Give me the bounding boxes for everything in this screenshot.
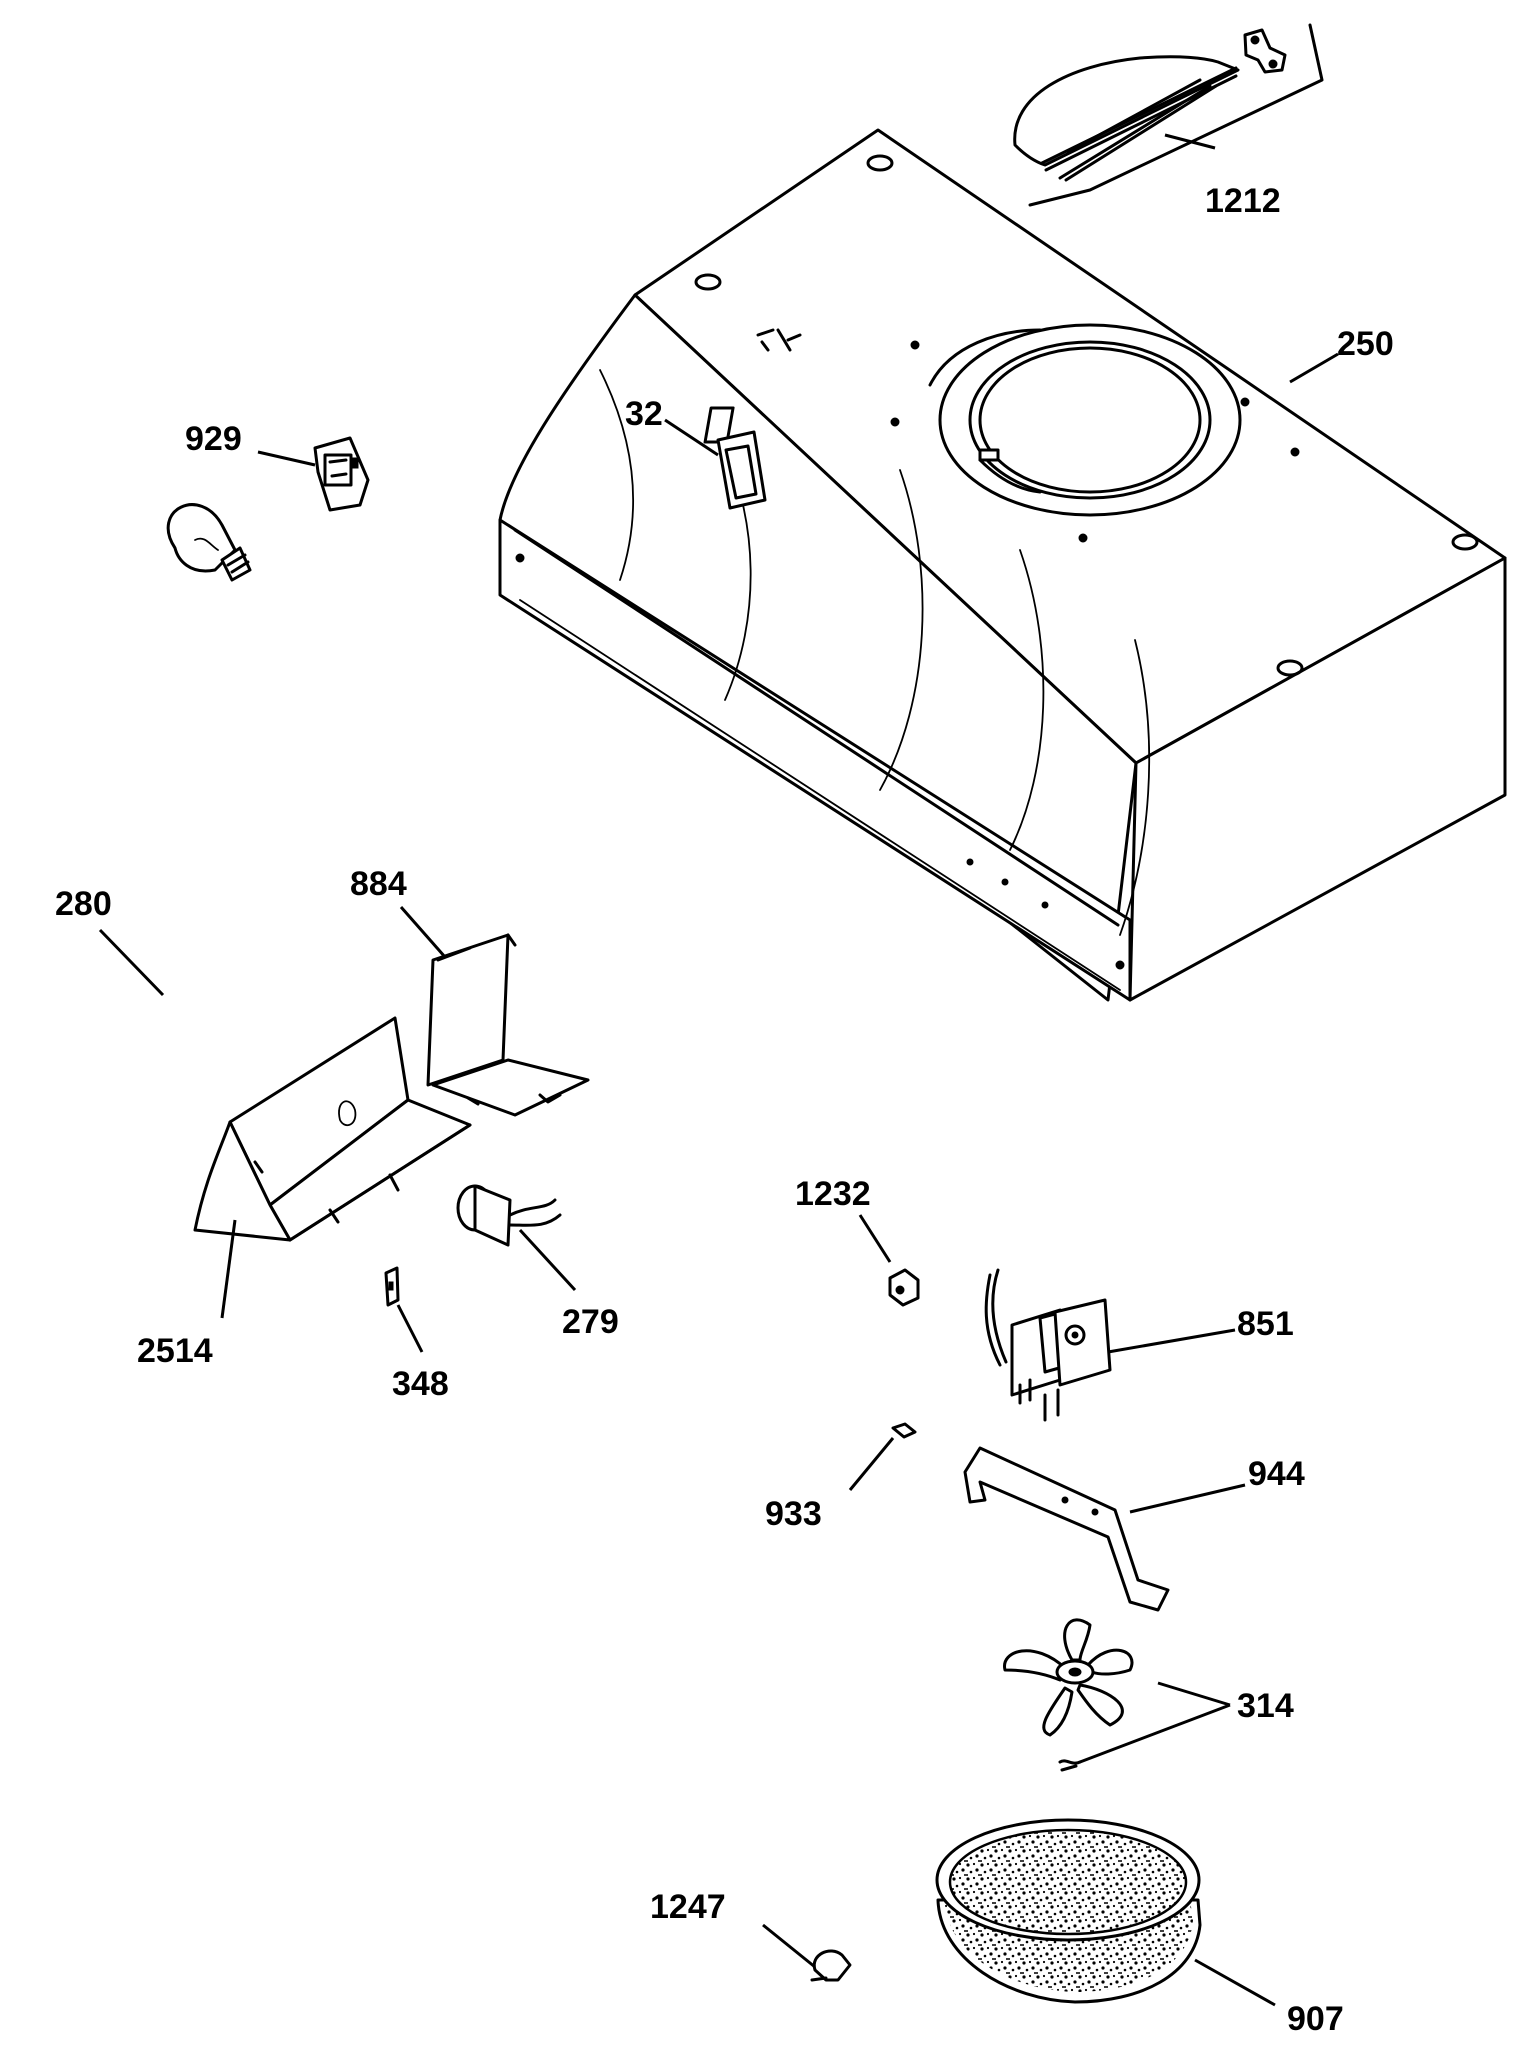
label-2514: 2514 (137, 1332, 213, 1370)
fan-blade-drawing (1003, 1618, 1134, 1772)
label-1212: 1212 (1205, 182, 1281, 220)
switch-cutout-drawing (716, 430, 767, 510)
range-hood-drawing (498, 128, 1507, 1002)
part-number-labels: 1212 250 929 32 280 884 2514 279 348 123… (55, 182, 1394, 2038)
label-1247: 1247 (650, 1888, 726, 1926)
leader-lines (98, 133, 1339, 2007)
label-929: 929 (185, 420, 242, 458)
label-348: 348 (392, 1365, 449, 1403)
label-32: 32 (625, 395, 663, 433)
label-944: 944 (1248, 1455, 1305, 1493)
nut-drawing (891, 1422, 917, 1439)
label-1232: 1232 (795, 1175, 871, 1213)
light-housing-drawing (193, 1016, 472, 1242)
label-907: 907 (1287, 2000, 1344, 2038)
filter-clip-kit-drawing (1013, 23, 1324, 207)
label-250: 250 (1337, 325, 1394, 363)
label-884: 884 (350, 865, 407, 903)
grease-filter-drawing (935, 1818, 1202, 2004)
label-279: 279 (562, 1303, 619, 1341)
label-314: 314 (1237, 1687, 1294, 1725)
mount-slot-icon (694, 154, 1479, 677)
light-bulb-drawing (166, 503, 252, 582)
filter-clip-icon (1243, 28, 1287, 74)
clip-drawing (384, 1266, 400, 1307)
label-851: 851 (1237, 1305, 1294, 1343)
rocker-switch-drawing (313, 436, 370, 512)
capacitor-drawing (456, 1184, 562, 1247)
label-933: 933 (765, 1495, 822, 1533)
knob-drawing (810, 1949, 852, 1982)
blower-collar-drawing (928, 323, 1242, 517)
thermostat-drawing (888, 1268, 920, 1307)
reflector-drawing (426, 933, 590, 1117)
motor-drawing (984, 1268, 1112, 1422)
motor-bracket-drawing (963, 1446, 1170, 1612)
label-280: 280 (55, 885, 112, 923)
